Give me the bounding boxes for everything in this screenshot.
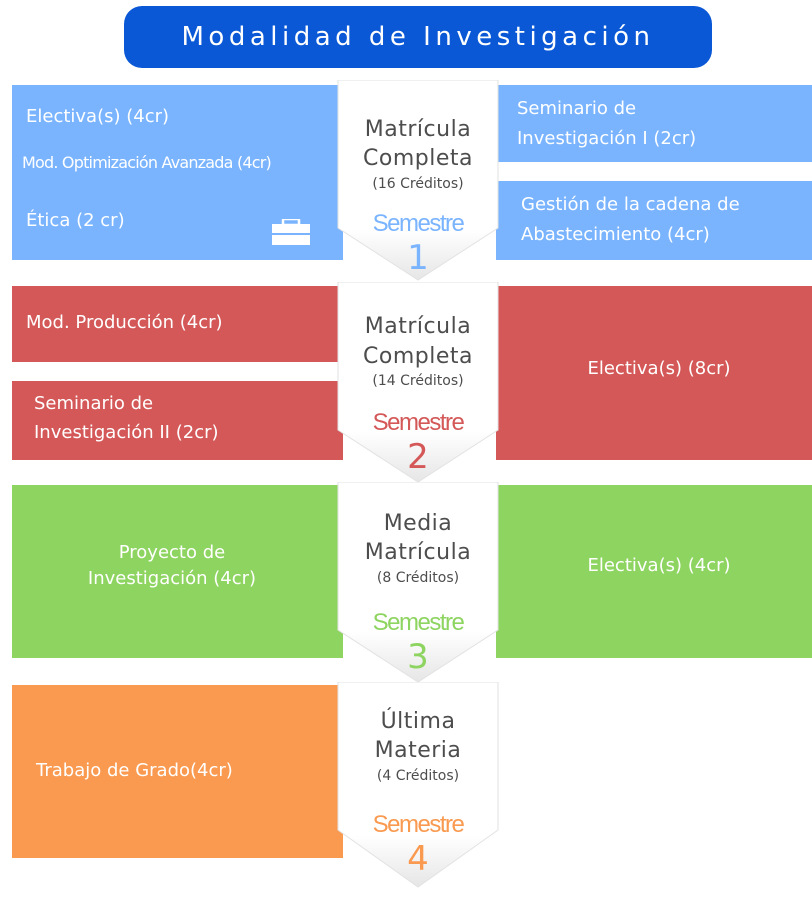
page-title: Modalidad de Investigación <box>124 6 712 68</box>
semester-2-chevron <box>337 282 499 483</box>
semester-1-chevron <box>337 80 499 281</box>
semester-2-left-top-panel <box>12 286 343 362</box>
semester-2-course-seminario-2-line1: Seminario de <box>34 393 154 414</box>
semester-2-credits: (14 Créditos) <box>372 373 464 389</box>
semester-3-number: 3 <box>407 637 429 677</box>
semester-2-number: 2 <box>407 437 429 477</box>
semester-3-credits: (8 Créditos) <box>376 570 460 586</box>
semester-3-left-panel <box>12 485 343 658</box>
semester-1-status-line2: Completa <box>363 146 473 171</box>
semester-3-course-proyecto-line2: Investigación (4cr) <box>87 568 257 589</box>
semester-4-course-trabajo-grado: Trabajo de Grado(4cr) <box>36 760 233 781</box>
semester-2-course-produccion: Mod. Producción (4cr) <box>26 312 223 333</box>
semester-3-label: Semestre <box>372 609 465 636</box>
semester-1-right-top-panel <box>496 85 812 162</box>
semester-4-number: 4 <box>407 839 429 879</box>
semester-2-course-electiva: Electiva(s) (8cr) <box>587 358 731 379</box>
semester-1-course-seminario-1-line2: Investigación I (2cr) <box>517 128 697 149</box>
semester-1-course-optimizacion: Mod. Optimización Avanzada (4cr) <box>22 153 272 172</box>
semester-4-status-line2: Materia <box>374 738 462 763</box>
semester-4-status-line1: Última <box>380 709 456 734</box>
semester-1-course-seminario-1-line1: Seminario de <box>517 98 637 119</box>
semester-4-left-panel <box>12 685 343 858</box>
semester-4-credits: (4 Créditos) <box>376 768 460 784</box>
semester-1-credits: (16 Créditos) <box>372 176 464 192</box>
semester-1-course-electiva: Electiva(s) (4cr) <box>26 106 170 127</box>
semester-3-status-line1: Media <box>383 511 453 536</box>
semester-3-course-proyecto-line1: Proyecto de <box>118 542 226 563</box>
semester-1-course-gestion-line2: Abastecimiento (4cr) <box>521 224 710 245</box>
semester-1-label: Semestre <box>372 210 465 237</box>
semester-1-right-bottom-panel <box>496 181 812 260</box>
semester-2-right-panel <box>496 286 812 460</box>
semester-4-chevron <box>337 682 499 888</box>
semester-3-chevron <box>337 482 499 683</box>
semester-1-status-line1: Matrícula <box>364 117 472 142</box>
semester-3-status-line2: Matrícula <box>364 540 472 565</box>
briefcase-icon <box>272 219 310 245</box>
semester-2-label: Semestre <box>372 409 465 436</box>
semester-2-status-line1: Matrícula <box>364 314 472 339</box>
semester-1-number: 1 <box>407 238 429 278</box>
semester-3-course-electiva: Electiva(s) (4cr) <box>587 555 731 576</box>
semester-2-status-line2: Completa <box>363 344 473 369</box>
semester-1-course-gestion-line1: Gestión de la cadena de <box>521 194 740 215</box>
semester-1-course-etica: Ética (2 cr) <box>26 210 125 231</box>
semester-2-course-seminario-2-line2: Investigación II (2cr) <box>34 422 219 443</box>
semester-4-label: Semestre <box>372 811 465 838</box>
semester-3-right-panel <box>496 485 812 658</box>
semester-2-left-bottom-panel <box>12 381 343 460</box>
